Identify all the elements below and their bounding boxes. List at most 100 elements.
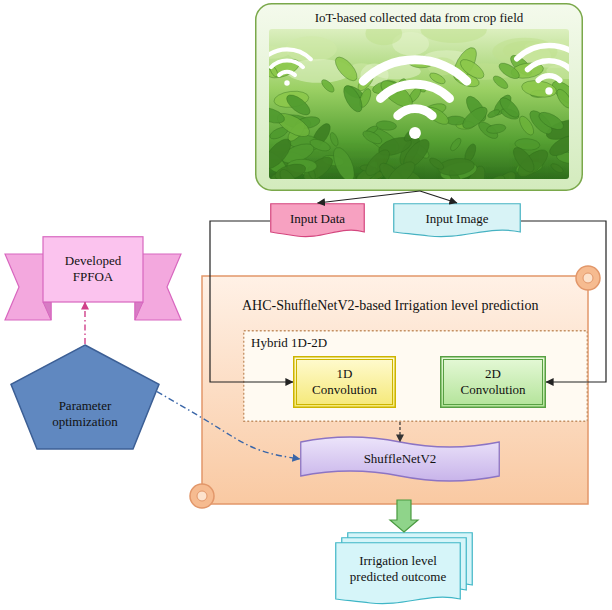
node-outline [255,3,583,191]
text-area: AHC-ShuffleNetV2-based Irrigation level … [238,294,592,318]
text-area: 2D Convolution [440,356,546,408]
text-area: IoT-based collected data from crop field [263,7,575,29]
source-panel: IoT-based collected data from crop field [255,3,583,191]
flow-arrow [84,302,85,344]
flow-arrow [521,221,606,382]
lettuce-leaf [536,109,566,133]
wifi-arc [271,61,303,68]
text-area: 1D Convolution [293,356,396,408]
lettuce-leaf [329,145,358,179]
lettuce-leaf [449,137,463,153]
input-document: Input Image [393,203,521,239]
lettuce-leaf [361,128,384,146]
outcome-document: Irrigation level predicted outcome [335,532,473,606]
lettuce-leaf [547,132,569,160]
node-label: 2D Convolution [455,366,531,397]
text-area: ShuffleNetV2 [300,442,500,476]
panel-outline [256,4,583,191]
lettuce-leaf [329,132,340,148]
node-label: Hybrid 1D-2D [251,335,327,351]
node-label: Developed FPFOA [57,253,129,284]
scroll-roll-core [197,491,207,501]
network-banner: ShuffleNetV2 [300,436,500,482]
wifi-arc [398,109,433,116]
flow-arrow [399,422,400,442]
node-label: Input Image [425,211,488,227]
lettuce-leaf [428,156,446,171]
lettuce-leaf [384,157,419,179]
text-area: Hybrid 1D-2D [247,332,447,354]
lettuce-leaf [549,162,564,175]
wifi-dot [284,80,289,85]
wifi-dot [409,127,421,139]
lettuce-leaf [510,144,538,175]
wifi-arc [269,49,311,59]
lettuce-leaf [269,105,286,127]
stacked-document [336,543,461,604]
lettuce-leaf [497,60,522,81]
crop-field-photo [269,29,569,179]
text-area: Developed FPFOA [43,236,143,302]
node-label: Input Data [290,211,345,227]
lettuce-leaf [320,78,336,94]
conv-inner-outline [444,360,543,405]
lettuce-leaf [332,54,361,85]
lettuce-leaf [491,74,510,91]
scroll-roll-core [583,273,593,283]
wifi-arc [528,61,569,70]
lettuce-leaf [340,83,366,115]
dotted-group-box [244,331,588,422]
wave-banner [301,437,500,481]
wifi-dot [545,87,552,94]
wifi-arc [517,45,569,58]
lettuce-leaf [482,172,508,179]
wifi-arc [363,60,467,81]
conv-outline [441,357,546,408]
lettuce-leaf [276,166,301,179]
document-shape [271,204,365,237]
blurred-leaf [365,29,402,45]
wifi-arc [279,72,295,75]
hybrid-group: 1D Convolution 2D Convolution Hybrid 1D-2D [243,330,588,422]
scroll-roll [576,266,600,290]
wifi-arc [538,76,559,80]
flow-arrow [157,392,300,459]
blurred-leaf [421,29,487,43]
node-label: IoT-based collected data from crop field [315,10,524,26]
lettuce-leaf [487,108,501,119]
lettuce-leaf [486,123,506,134]
wifi-arc [380,84,449,98]
document-shape [394,204,521,237]
block-arrow [390,500,418,532]
lettuce-leaf [459,103,490,132]
scroll-roll [190,484,214,508]
node-label: Irrigation level predicted outcome [342,553,454,584]
scroll-body [202,276,588,504]
model-scroll: 1D Convolution 2D Convolution Hybrid 1D-2D… [188,262,602,510]
method-ribbon: Developed FPFOA [5,236,181,320]
ribbon-fold [43,302,51,320]
node-outline [10,344,160,450]
text-area: Input Image [393,203,521,234]
flow-arrow [318,191,420,203]
lettuce-leaf [309,137,332,153]
text-area: Input Data [270,203,365,234]
flow-arrow [420,191,457,203]
input-document: Input Data [270,203,365,239]
optimization-pentagon: Parameter optimization [10,344,160,450]
node-label: AHC-ShuffleNetV2-based Irrigation level … [242,298,538,315]
ribbon-fold [135,302,143,320]
conv-box: 1D Convolution [293,356,396,408]
node-label: ShuffleNetV2 [364,451,437,467]
conv-inner-outline [297,360,393,405]
text-area: Irrigation level predicted outcome [335,542,461,596]
lettuce-leaf [376,120,397,131]
lettuce-leaf [283,91,313,118]
ribbon-panel [43,237,143,302]
text-area: Parameter optimization [32,386,138,442]
flow-arrow [210,221,293,382]
node-label: Parameter optimization [41,398,129,429]
lettuce-leaf [497,95,522,121]
conv-outline [294,357,396,408]
